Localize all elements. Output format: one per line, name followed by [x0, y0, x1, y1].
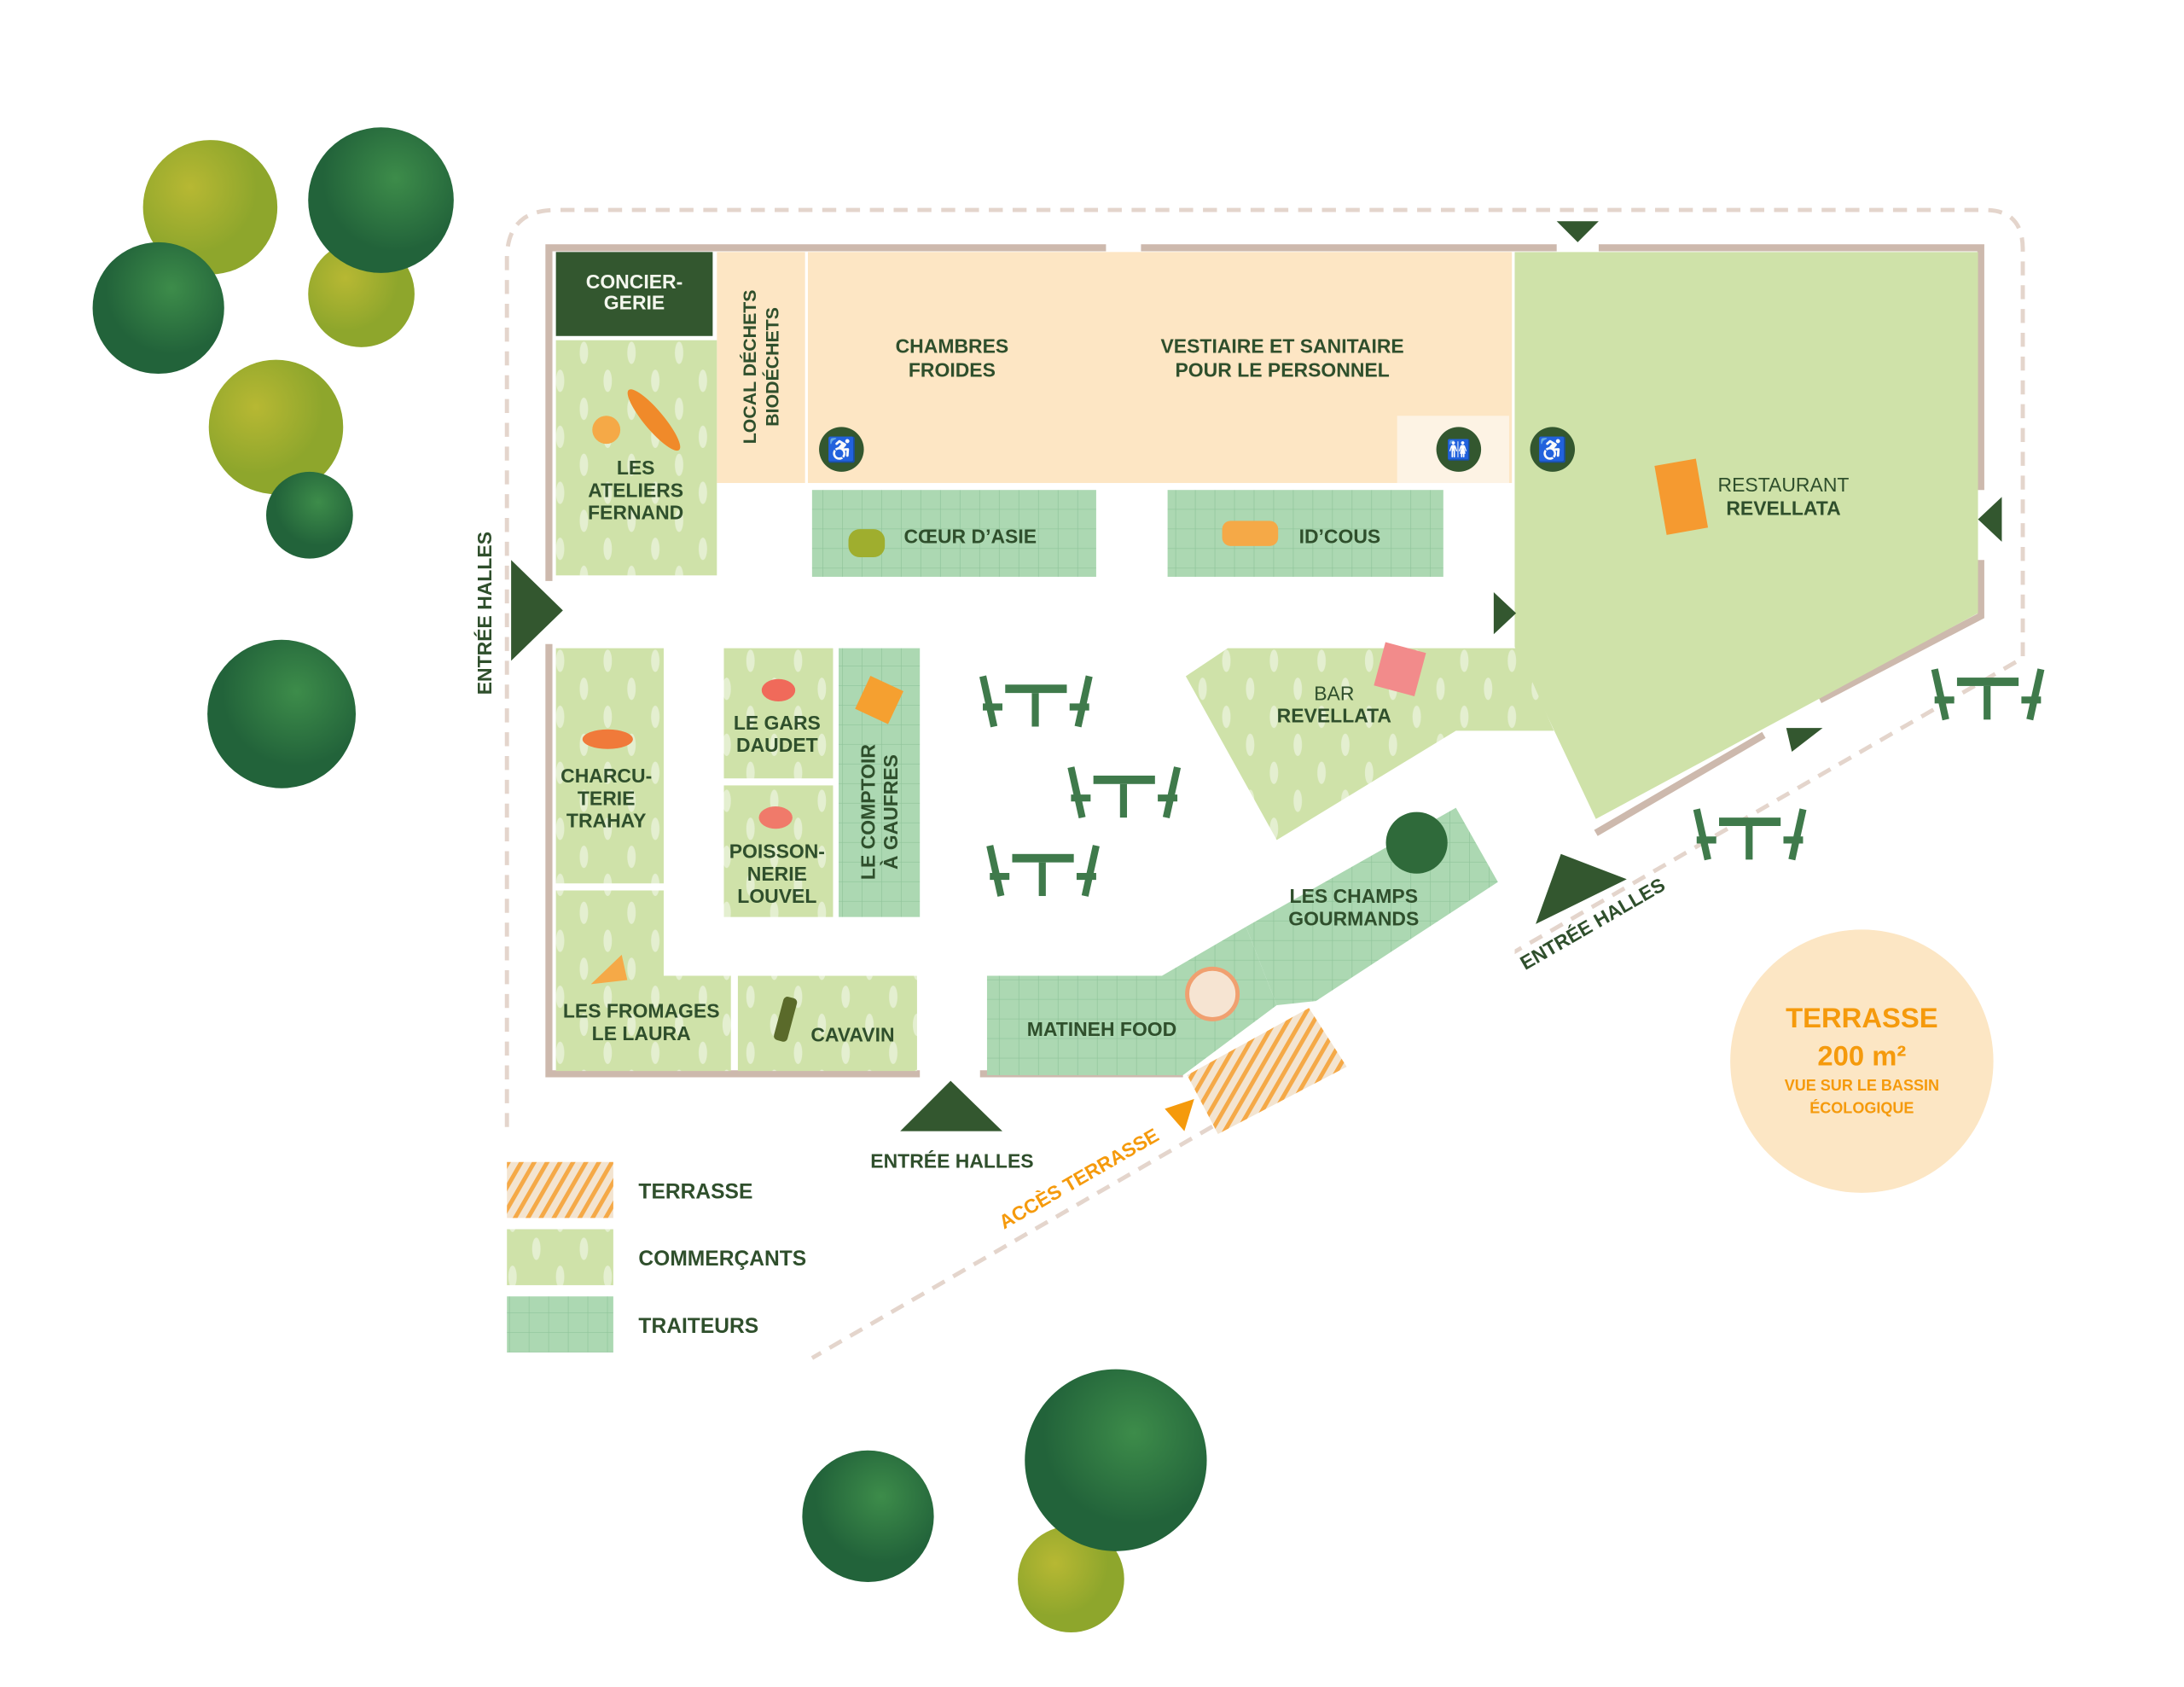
tree-icon [208, 359, 344, 495]
tree-icon [1018, 1526, 1124, 1633]
lettuce-icon [1385, 812, 1448, 874]
leaf-pattern-swatch [507, 1229, 613, 1286]
wheelchair-icon: ♿ [1530, 427, 1576, 472]
chambres-vestiaire [807, 252, 1513, 484]
entrance-arrow-right[interactable] [1978, 497, 2002, 542]
entrance-left-label: ENTRÉE HALLES [473, 532, 496, 695]
tree-icon [266, 471, 353, 559]
charcuterie-trahay [555, 648, 664, 884]
table-icon [979, 675, 1093, 728]
hatch-swatch [507, 1161, 613, 1219]
entrance-arrow-top[interactable] [1556, 221, 1599, 242]
fromages-laura [555, 890, 731, 1072]
ateliers-fernand [555, 340, 717, 576]
svg-text:♿: ♿ [1537, 435, 1567, 463]
legend-label: TRAITEURS [638, 1315, 758, 1338]
picnic-tables [979, 668, 2045, 897]
tree-icon [92, 241, 224, 375]
terrace-access-label: ACCÈS TERRASSE [995, 1124, 1162, 1233]
grid-swatch [507, 1296, 613, 1353]
terrace-access-arrow[interactable] [1165, 1098, 1194, 1131]
terrasse-info-badge: TERRASSE 200 m² VUE SUR LE BASSIN ÉCOLOG… [1730, 929, 1994, 1193]
gars-daudet [723, 648, 834, 779]
terrasse-area: 200 m² [1817, 1040, 1906, 1072]
table-icon [1067, 766, 1182, 819]
coeur-asie-label: CŒUR D’ASIE [903, 526, 1037, 548]
matineh-label: MATINEH FOOD [1027, 1018, 1177, 1040]
sausage-icon [582, 729, 633, 749]
shrimp-icon [758, 806, 793, 829]
noodle-bowl-icon [848, 529, 886, 557]
table-icon [1693, 808, 1807, 861]
bar-revellata [1185, 648, 1554, 841]
toilets-icon: 🚻 [1436, 427, 1482, 472]
tree-icon [308, 127, 454, 273]
menu-card-icon [1654, 458, 1709, 535]
entrance-arrow-left[interactable] [511, 560, 563, 661]
idcous [1167, 490, 1443, 577]
cavavin [737, 975, 917, 1072]
matineh-food [986, 927, 1277, 1076]
entrance-arrow-bottom[interactable] [900, 1080, 1002, 1131]
site-boundary [504, 207, 2025, 1360]
pizza-plate-icon [1185, 966, 1240, 1021]
tree-icon [802, 1450, 934, 1582]
wine-bottle-icon [774, 997, 798, 1042]
drink-icon [1374, 642, 1426, 696]
table-icon [1931, 668, 2045, 721]
cavavin-label: CAVAVIN [810, 1024, 894, 1046]
cheese-icon [590, 954, 628, 985]
conciergerie-label: CONCIER-GERIE [586, 271, 683, 314]
salad-bowl-icon [1222, 521, 1279, 546]
wheelchair-icon: ♿ [819, 427, 864, 472]
ham-icon [761, 678, 796, 701]
idcous-label: ID’COUS [1299, 526, 1381, 548]
svg-text:🚻: 🚻 [1447, 439, 1472, 462]
tree-icon [1025, 1369, 1207, 1551]
legend-label: COMMERÇANTS [638, 1248, 806, 1271]
baguette-icon [627, 389, 681, 451]
waffle-icon [855, 675, 903, 724]
terrasse-line1: VUE SUR LE BASSIN [1785, 1077, 1939, 1094]
trees [92, 127, 1207, 1633]
local-dechets [717, 252, 805, 484]
legend-label: TERRASSE [638, 1180, 752, 1203]
entrance-arrow-restaurant-side[interactable] [1786, 728, 1823, 753]
terrasse-title: TERRASSE [1786, 1002, 1938, 1033]
entrance-arrow-diagonal[interactable] [1536, 853, 1627, 924]
tree-icon [207, 639, 357, 788]
croissant-icon [592, 416, 621, 445]
entrance-bottom-label: ENTRÉE HALLES [870, 1149, 1033, 1172]
conciergerie [555, 252, 713, 336]
comptoir-gaufres-label: LE COMPTOIRÀ GAUFRES [857, 744, 902, 880]
svg-text:♿: ♿ [827, 435, 857, 463]
terrasse-line2: ÉCOLOGIQUE [1809, 1098, 1914, 1116]
terrace-hatch [1187, 1008, 1347, 1134]
restaurant-revellata [1514, 252, 1978, 819]
tree-icon [142, 140, 278, 275]
table-icon [986, 845, 1100, 897]
legend: TERRASSE COMMERÇANTS TRAITEURS [507, 1161, 806, 1353]
entrance-arrow-restaurant[interactable] [1493, 592, 1517, 635]
